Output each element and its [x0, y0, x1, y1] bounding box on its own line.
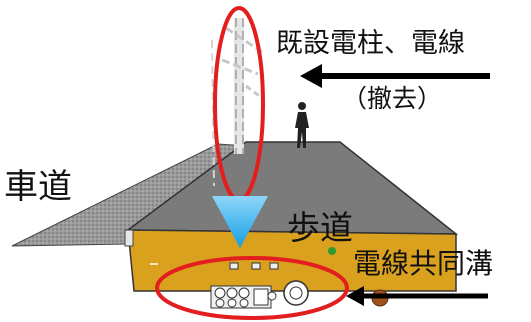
sidewalk-edge: [124, 229, 134, 247]
label-roadway: 車道: [4, 167, 72, 207]
manhole-green: [328, 247, 336, 255]
label-utility-trench: 電線共同溝: [353, 247, 494, 280]
pedestrian-icon: [295, 102, 309, 148]
pointer-arrow-pole: [300, 64, 490, 88]
existing-utility-pole: [211, 18, 263, 187]
pointer-arrow-trench: [346, 286, 488, 306]
trench-highlight-ellipse: [155, 256, 349, 320]
trench-contents: [210, 262, 309, 309]
label-removal: （撤去）: [342, 84, 443, 113]
label-existing-pole-and-lines: 既設電柱、電線: [276, 28, 465, 59]
label-sidewalk: 歩道: [287, 208, 353, 247]
downward-arrow: [212, 196, 268, 248]
